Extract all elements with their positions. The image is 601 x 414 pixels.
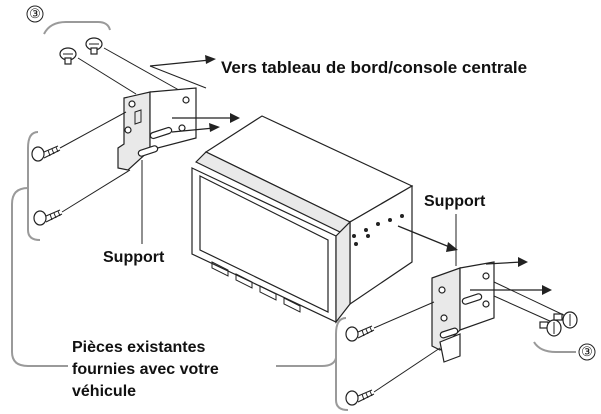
screw-left-1 [31,111,127,162]
callout-3-bottom-label: ③ [581,344,593,359]
arrow-left-1 [172,113,240,123]
existing-parts-line-2: fournies avec votre [72,361,219,378]
guide-line [149,65,207,89]
arrow-right-2 [470,285,552,295]
arrow-left-2 [171,123,220,133]
screw-right-1 [493,295,562,337]
screw-top-1 [59,47,77,65]
callout-3-bottom: ③ [578,343,596,361]
arrow-right-3 [485,257,528,267]
callout-top-bracket [43,21,111,35]
support-right-label: Support [424,193,486,210]
right-screws-bracket [335,317,349,411]
support-right-bracket [431,261,495,363]
screw-top-2 [85,37,103,55]
callout-bottom-bracket [533,341,576,353]
existing-parts-bracket-left [11,187,68,367]
callout-3-top: ③ [26,5,111,35]
callout-3-top-label: ③ [29,6,41,21]
support-left-bracket [117,87,197,180]
screw-left-2 [33,169,131,226]
arrow-right-1 [397,225,458,252]
support-left-label: Support [103,249,165,266]
screw-bottom-2 [345,347,441,406]
existing-parts-bracket-right [276,357,337,367]
existing-parts-line-1: Pièces existantes [72,339,206,356]
screw-bottom-1 [345,301,435,342]
guide-line [103,47,187,95]
arrow-dashboard [149,55,216,67]
head-unit [191,115,414,324]
dashboard-label: Vers tableau de bord/console centrale [221,58,527,77]
existing-parts-line-3: véhicule [72,383,136,400]
screw-right-2 [493,281,578,329]
top-screws [59,37,207,95]
guide-line [77,57,137,95]
